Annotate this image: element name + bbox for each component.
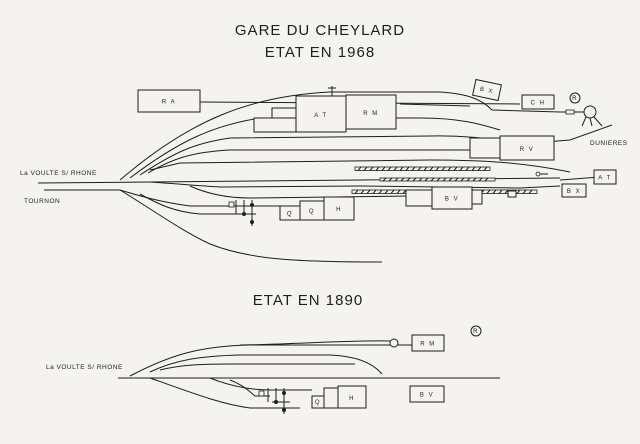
crane-symbols-1968 [228,200,256,226]
svg-text:A T: A T [598,176,611,182]
svg-text:Q: Q [309,209,315,215]
track-1890-2 [159,363,355,371]
platform-hatched-3 [379,177,496,182]
crane-symbols-1890 [258,388,290,414]
track-5 [149,177,561,183]
track-1890-1 [149,354,383,375]
track-bx-spur [519,185,561,189]
track-1890-loop-outer [129,344,412,377]
plan-1890: R R M Q H B V [46,325,500,414]
building-bv-1890: B V [409,385,445,403]
svg-text:B X: B X [479,87,494,96]
building-bx-right: B X [561,183,587,198]
platform-hatched-1 [354,166,491,171]
plan-1890-title: ETAT EN 1890 [252,292,364,309]
building-bx-top: B X [472,78,502,102]
track-long-siding [119,189,383,263]
svg-text:H: H [349,396,355,402]
plan-1968: R A B X C H R A T [20,78,628,263]
building-goods-shed-1890: Q H [311,385,367,409]
track-1890-4 [149,377,300,409]
svg-text:R A: R A [162,100,176,106]
svg-text:Q: Q [315,400,321,406]
track-short-stub [399,103,471,107]
building-ra: R A [137,89,201,113]
svg-text:H: H [336,207,342,213]
building-goods-shed: Q Q H [279,196,355,221]
label-tournon: TOURNON [24,198,60,205]
track-1890-loop-top [239,340,391,346]
building-bv: B V [405,186,517,210]
water-tower-r: R [569,92,581,104]
svg-text:A T: A T [314,113,327,119]
svg-text:R V: R V [520,147,535,153]
signal-marker [535,171,548,177]
track-8 [119,189,300,207]
svg-text:R M: R M [420,342,436,348]
page-title: GARE DU CHEYLARD [234,22,406,39]
track-1890-5 [229,379,270,397]
building-rm: R M [345,94,397,130]
building-annex [253,86,336,133]
svg-text:R: R [473,329,479,335]
svg-text:Q: Q [287,212,293,218]
svg-text:B X: B X [567,189,581,195]
building-at-main: A T [295,95,347,133]
svg-text:C H: C H [531,101,546,107]
label-la-voulte-1890: La VOULTE S/ RHONE [46,364,123,371]
svg-text:R M: R M [363,111,379,117]
track-9 [139,193,250,215]
svg-text:B V: B V [420,393,434,399]
label-dunieres: DUNIERES [590,140,628,147]
turntable [560,105,603,127]
track-at-branch [559,176,601,181]
building-ch: C H [521,94,555,110]
building-rm-1890: R M [389,334,445,352]
building-rv: R V [469,135,555,161]
svg-text:B V: B V [445,197,459,203]
track-4 [149,159,571,173]
svg-text:R: R [572,96,578,102]
track-outer-loop [119,91,561,181]
plan-1968-title: ETAT EN 1968 [264,44,376,61]
track-1890-3 [209,377,312,391]
water-tower-r-1890: R [470,325,482,337]
track-6 [149,181,521,189]
label-la-voulte-1968: La VOULTE S/ RHONE [20,170,97,177]
track-7 [189,185,411,199]
building-at-right: A T [593,169,617,185]
track-mainline-west [37,181,151,184]
